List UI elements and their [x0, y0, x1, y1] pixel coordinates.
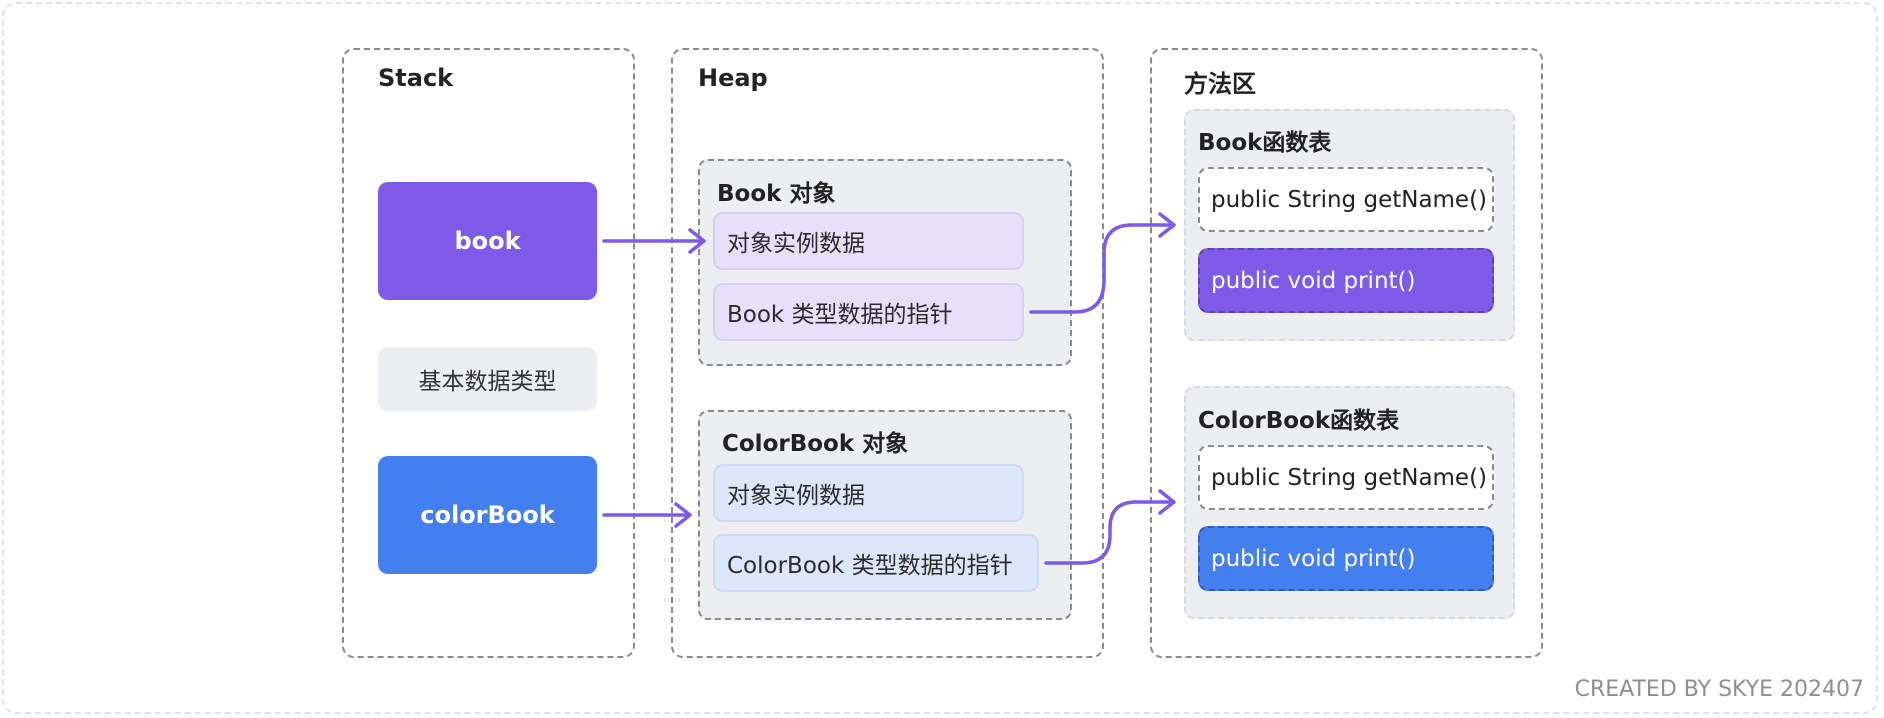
colorbook-type-pointer: ColorBook 类型数据的指针: [713, 534, 1039, 592]
book-object-title: Book 对象: [717, 181, 836, 207]
colorbook-method-getname: public String getName(): [1198, 445, 1494, 510]
book-type-pointer: Book 类型数据的指针: [713, 283, 1024, 341]
stack-region: [342, 48, 635, 658]
colorbook-object-title: ColorBook 对象: [722, 431, 909, 457]
colorbook-function-table-title: ColorBook函数表: [1198, 408, 1400, 434]
colorbook-instance-data: 对象实例数据: [713, 464, 1024, 522]
arrow-colorbook-pointer-to-table: [1044, 500, 1174, 565]
colorbook-method-print: public void print(): [1198, 526, 1494, 591]
method-area-title: 方法区: [1184, 70, 1256, 98]
stack-basic-types: 基本数据类型: [378, 347, 597, 411]
arrow-book-pointer-to-table: [1029, 223, 1174, 314]
credit-text: CREATED BY SKYE 202407: [1574, 677, 1864, 702]
arrowhead-colorbook-to-object: [674, 502, 692, 528]
stack-colorbook-variable: colorBook: [378, 456, 597, 574]
arrowhead-book-pointer-to-table: [1158, 212, 1176, 238]
method-area-region: [1150, 48, 1543, 658]
book-instance-data: 对象实例数据: [713, 212, 1024, 270]
book-method-getname: public String getName(): [1198, 167, 1494, 232]
arrowhead-book-to-object: [688, 228, 706, 254]
stack-title: Stack: [378, 64, 454, 92]
heap-region: [671, 48, 1104, 658]
book-method-print: public void print(): [1198, 248, 1494, 313]
book-function-table-title: Book函数表: [1198, 130, 1332, 156]
arrowhead-colorbook-pointer-to-table: [1158, 489, 1176, 515]
heap-title: Heap: [698, 64, 768, 92]
stack-book-variable: book: [378, 182, 597, 300]
